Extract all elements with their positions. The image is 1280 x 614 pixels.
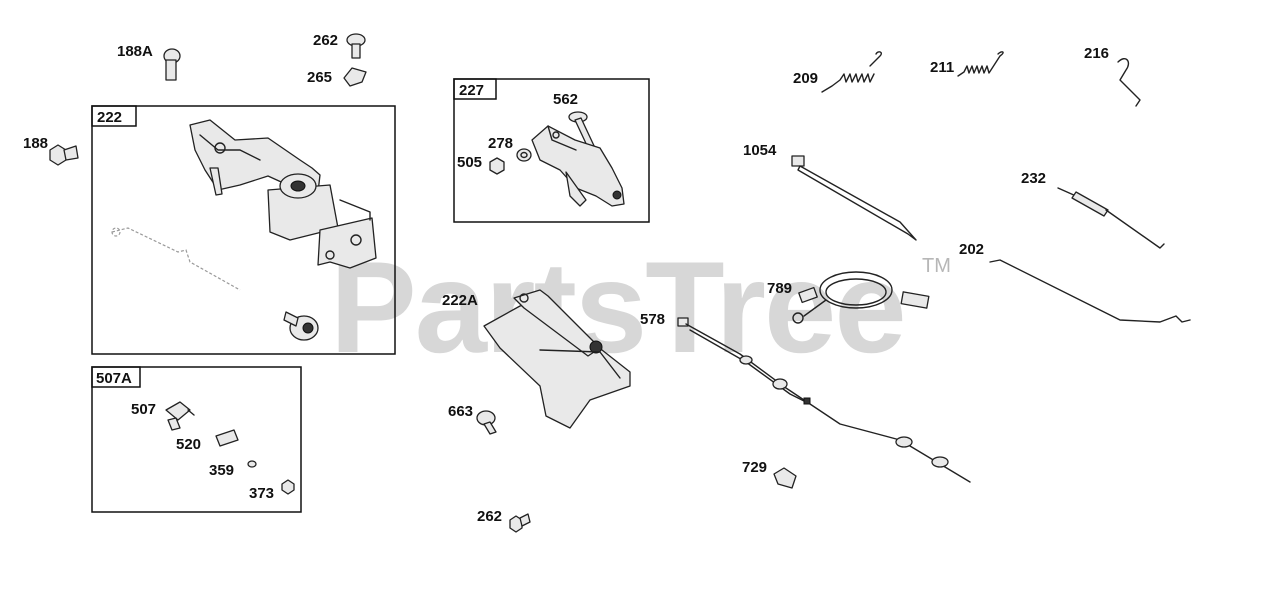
label-188a: 188A <box>117 43 153 60</box>
label-663: 663 <box>448 403 473 420</box>
hook-216-icon <box>1117 58 1141 107</box>
label-505: 505 <box>457 154 482 171</box>
label-188: 188 <box>23 135 48 152</box>
label-262-top: 262 <box>313 32 338 49</box>
label-209: 209 <box>793 70 818 87</box>
bracket-assembly-icon <box>189 119 377 269</box>
label-211: 211 <box>930 59 954 76</box>
bolt-188-icon <box>49 144 79 166</box>
spring-232-icon <box>1057 187 1165 249</box>
bolt-262-top-icon <box>346 33 366 59</box>
label-262-bottom: 262 <box>477 508 502 525</box>
washer-278-icon <box>516 148 532 162</box>
label-216: 216 <box>1084 45 1109 62</box>
box-222: 222 <box>91 105 396 355</box>
harness-789-icon <box>792 271 930 324</box>
label-202: 202 <box>959 241 984 258</box>
box-227: 227 <box>453 78 650 223</box>
label-1054: 1054 <box>743 142 777 159</box>
bolt-188a-icon <box>163 48 181 81</box>
spring-209-icon <box>821 51 883 93</box>
clip-265-icon <box>343 67 367 87</box>
rod-ghost-icon <box>111 227 241 291</box>
label-373: 373 <box>249 485 274 502</box>
bolt-262-bottom-icon <box>509 513 531 533</box>
label-789: 789 <box>767 280 792 297</box>
knob-icon <box>283 311 319 341</box>
label-232: 232 <box>1021 170 1046 187</box>
nut-505-icon <box>489 157 505 175</box>
terminal-520-icon <box>215 429 239 447</box>
label-359: 359 <box>209 462 234 479</box>
box-507a: 507A <box>91 366 302 513</box>
label-520: 520 <box>176 436 201 453</box>
clip-729-icon <box>773 467 797 489</box>
rod-202-icon <box>989 259 1191 323</box>
label-222a: 222A <box>442 292 478 309</box>
watermark: PartsTree TM <box>330 234 951 380</box>
switch-507-icon <box>165 401 195 431</box>
spring-211-icon <box>957 51 1004 77</box>
watermark-trademark: TM <box>922 255 951 277</box>
washer-359-icon <box>247 460 257 468</box>
label-729: 729 <box>742 459 767 476</box>
cable-tie-1054-icon <box>791 155 917 241</box>
watermark-text: PartsTree <box>330 234 905 380</box>
label-278: 278 <box>488 135 513 152</box>
cable-578-icon <box>677 317 971 483</box>
bolt-562-icon <box>568 111 597 153</box>
control-bracket-222a-icon <box>483 289 631 429</box>
bolt-663-icon <box>476 410 497 435</box>
box-227-label: 227 <box>459 82 484 99</box>
label-562: 562 <box>553 91 578 108</box>
label-265: 265 <box>307 69 332 86</box>
lever-bracket-icon <box>531 125 625 207</box>
box-222-label: 222 <box>97 109 122 126</box>
box-507a-label: 507A <box>96 370 132 387</box>
label-507: 507 <box>131 401 156 418</box>
nut-373-icon <box>281 479 295 495</box>
label-578: 578 <box>640 311 665 328</box>
